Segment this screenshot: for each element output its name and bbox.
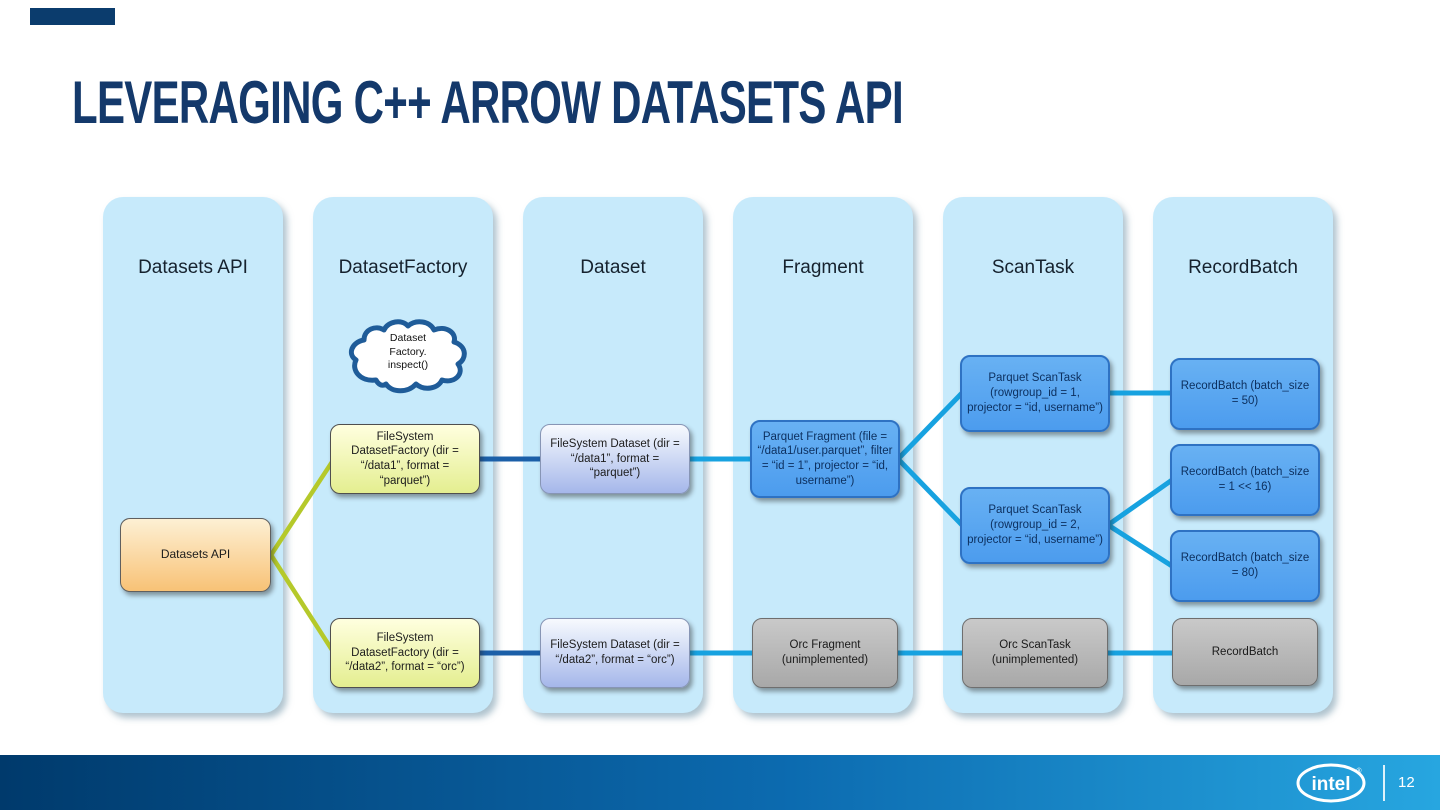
svg-text:®: ®: [1356, 767, 1362, 775]
node-parquet-fragment: Parquet Fragment (file = “/data1/user.pa…: [750, 420, 900, 498]
column-label: RecordBatch: [1188, 257, 1298, 278]
cloud-icon: [348, 319, 467, 394]
node-parquet-scantask-2: Parquet ScanTask (rowgroup_id = 2, proje…: [960, 487, 1110, 564]
cloud-label: Dataset Factory. inspect(): [387, 332, 429, 372]
footer-bar: intel ® 12: [0, 755, 1440, 810]
node-filesystem-dataset-parquet: FileSystem Dataset (dir = “/data1”, form…: [540, 424, 690, 494]
node-recordbatch-1-16: RecordBatch (batch_size = 1 << 16): [1170, 444, 1320, 516]
node-orc-fragment: Orc Fragment (unimplemented): [752, 618, 898, 688]
column-label: Dataset: [580, 257, 646, 278]
node-recordbatch-orc: RecordBatch: [1172, 618, 1318, 686]
node-orc-scantask: Orc ScanTask (unimplemented): [962, 618, 1108, 688]
node-filesystem-datasetfactory-parquet: FileSystem DatasetFactory (dir = “/data1…: [330, 424, 480, 494]
column-label: Fragment: [782, 257, 864, 278]
column-label: ScanTask: [991, 257, 1075, 278]
node-recordbatch-80: RecordBatch (batch_size = 80): [1170, 530, 1320, 602]
node-datasets-api: Datasets API: [120, 518, 271, 592]
column-datasets-api: Datasets API: [103, 197, 283, 713]
node-parquet-scantask-1: Parquet ScanTask (rowgroup_id = 1, proje…: [960, 355, 1110, 432]
svg-text:intel: intel: [1311, 774, 1350, 795]
dataset-factory-inspect-cloud: Dataset Factory. inspect(): [346, 318, 470, 400]
node-filesystem-datasetfactory-orc: FileSystem DatasetFactory (dir = “/data2…: [330, 618, 480, 688]
page-number: 12: [1398, 774, 1415, 791]
node-recordbatch-50: RecordBatch (batch_size = 50): [1170, 358, 1320, 430]
node-filesystem-dataset-orc: FileSystem Dataset (dir = “/data2”, form…: [540, 618, 690, 688]
slide-title: LEVERAGING C++ ARROW DATASETS API: [72, 69, 904, 136]
top-accent-bar: [30, 8, 115, 25]
intel-logo: intel ®: [1296, 763, 1366, 803]
footer-divider: [1383, 765, 1385, 801]
column-label: Datasets API: [138, 257, 248, 278]
column-label: DatasetFactory: [338, 257, 468, 278]
